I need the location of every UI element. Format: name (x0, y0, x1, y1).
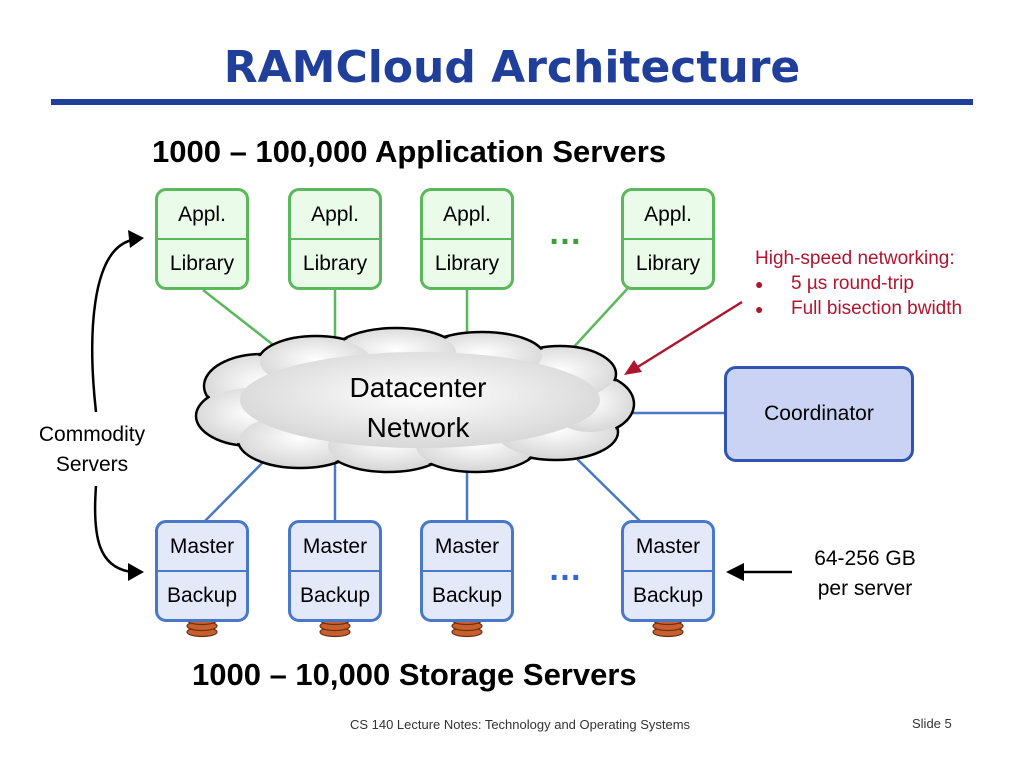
arrowhead-up (128, 230, 144, 248)
storage-ellipsis: … (548, 550, 583, 588)
app-server-2: Appl. Library (288, 188, 382, 290)
app-server-1: Appl. Library (155, 188, 249, 290)
networking-bullet-1: ● 5 µs round-trip (755, 273, 962, 295)
appl-label: Appl. (423, 191, 511, 240)
network-line-1: Datacenter (349, 372, 487, 403)
app-server-3: Appl. Library (420, 188, 514, 290)
library-label: Library (635, 251, 701, 275)
coordinator-box: Coordinator (724, 366, 914, 462)
slide-number: Slide 5 (912, 716, 952, 731)
master-label: Master (423, 523, 511, 572)
master-label: Master (624, 523, 712, 572)
commodity-arrow-down (93, 485, 133, 574)
network-line-2: Network (366, 412, 470, 443)
capacity-label: 64-256 GB per server (780, 544, 950, 604)
master-label: Master (158, 523, 246, 572)
backup-label: Backup (166, 583, 238, 607)
bullet-dot: ● (755, 276, 764, 292)
backup-label: Backup (632, 583, 704, 607)
title-rule (51, 99, 973, 105)
datacenter-network-label: Datacenter Network (318, 368, 518, 448)
networking-arrow (635, 300, 743, 370)
appl-label: Appl. (291, 191, 379, 240)
networking-note-heading: High-speed networking: (755, 248, 955, 269)
storage-link-4 (569, 451, 641, 522)
slide-title: RAMCloud Architecture (223, 42, 801, 93)
networking-note: High-speed networking: ● 5 µs round-trip… (755, 248, 962, 323)
storage-server-1: Master Backup (155, 520, 249, 622)
datacenter-cloud (194, 326, 636, 474)
storage-servers-heading: 1000 – 10,000 Storage Servers (192, 657, 637, 692)
app-server-4: Appl. Library (621, 188, 715, 290)
appl-label: Appl. (624, 191, 712, 240)
commodity-servers-label: Commodity Servers (22, 420, 162, 480)
backup-label: Backup (299, 583, 371, 607)
capacity-line-1: 64-256 GB (814, 547, 916, 570)
networking-bullet-2: ● Full bisection bwidth (755, 298, 962, 320)
commodity-line-2: Servers (55, 453, 129, 476)
library-label: Library (169, 251, 235, 275)
bullet-text: Full bisection bwidth (791, 298, 963, 319)
storage-server-3: Master Backup (420, 520, 514, 622)
app-servers-heading: 1000 – 100,000 Application Servers (152, 134, 667, 169)
bullet-text: 5 µs round-trip (791, 273, 914, 294)
arrowhead-down (128, 563, 144, 581)
networking-arrowhead (624, 360, 642, 375)
commodity-arrow-up (91, 238, 133, 413)
master-label: Master (291, 523, 379, 572)
bullet-dot: ● (755, 301, 764, 317)
storage-server-2: Master Backup (288, 520, 382, 622)
library-label: Library (302, 251, 368, 275)
storage-server-4: Master Backup (621, 520, 715, 622)
capacity-line-2: per server (817, 577, 913, 600)
app-ellipsis: … (548, 214, 583, 252)
appl-label: Appl. (158, 191, 246, 240)
footer-text: CS 140 Lecture Notes: Technology and Ope… (349, 717, 691, 732)
commodity-line-1: Commodity (38, 423, 146, 446)
library-label: Library (434, 251, 500, 275)
capacity-arrowhead (726, 563, 744, 581)
backup-label: Backup (431, 583, 503, 607)
commodity-arrows (91, 238, 133, 574)
